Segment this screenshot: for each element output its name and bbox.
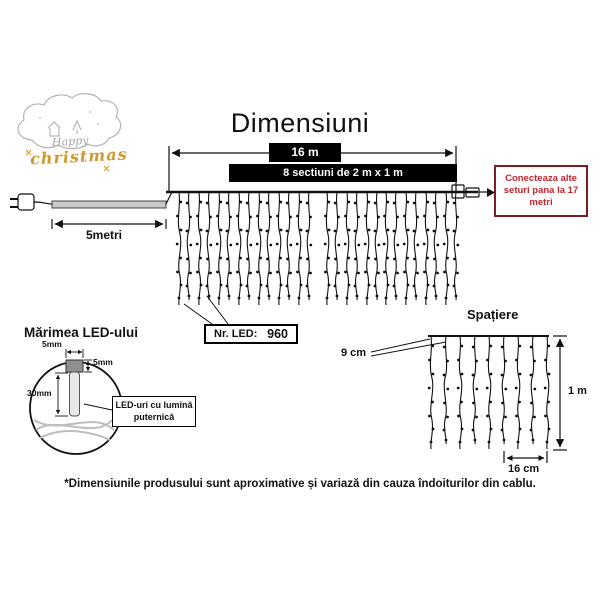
sections-label: 8 sectiuni de 2 m x 1 m (229, 164, 457, 182)
curtain-section-2 (323, 191, 460, 306)
led-count-leader-lines (183, 295, 229, 325)
led-height-label: 30mm (27, 388, 52, 398)
drop-height-label: 1 m (568, 385, 587, 397)
bottom-gap-dimension (503, 451, 548, 463)
led-width-dimension (65, 349, 84, 358)
horizontal-gap-label: 9 cm (341, 347, 367, 359)
led-bulb-icon (65, 359, 84, 417)
led-count-value: 960 (267, 327, 288, 341)
spacing-curtain (427, 335, 551, 450)
christmas-logo-icon (17, 93, 122, 150)
led-count-label: Nr. LED: (214, 328, 258, 340)
led-body-height-dimension (55, 372, 68, 417)
led-size-heading: Mărimea LED-ului (24, 325, 139, 340)
led-info-leader (83, 403, 113, 411)
cable-strands (33, 419, 115, 441)
drop-height-dimension (553, 335, 567, 451)
connector-icon (451, 184, 495, 199)
led-count-box: Nr. LED: 960 (204, 324, 298, 344)
spacing-heading: Spațiere (467, 307, 519, 322)
power-plug-icon (10, 193, 53, 211)
gap-leader-lines (370, 338, 447, 357)
total-width-label: 16 m (269, 143, 341, 162)
led-width-side-label: 5mm (93, 357, 113, 367)
logo-sparkle-icon (25, 149, 110, 172)
lead-join (165, 191, 173, 205)
lead-length-dimension (51, 219, 167, 229)
lead-length-label: 5metri (86, 228, 123, 242)
page-title: Dimensiuni (230, 108, 370, 138)
curtain-section-1 (175, 191, 313, 306)
led-info-box: LED-uri cu lumină puternică (112, 396, 196, 428)
led-width-top-label: 5mm (42, 339, 62, 349)
led-cap-height-dimension (84, 359, 92, 373)
bottom-gap-label: 16 cm (508, 463, 540, 475)
lead-cable-bar (51, 200, 167, 209)
connect-note-box: Conecteaza alte seturi pana la 17 metri (494, 165, 588, 217)
footnote: *Dimensiunile produsului sunt aproximati… (64, 478, 536, 490)
